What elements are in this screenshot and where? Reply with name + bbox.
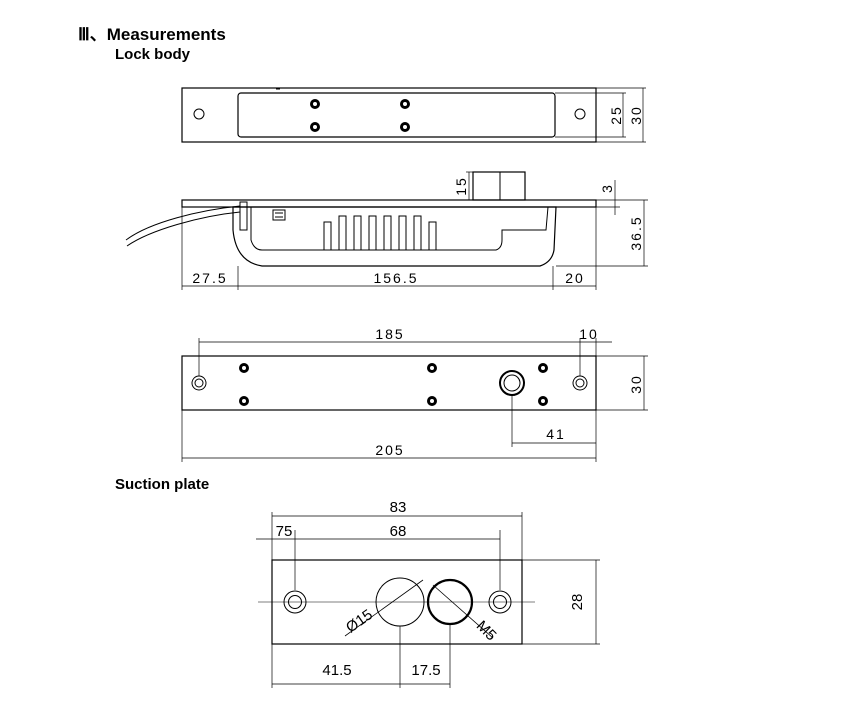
dim-top-inner: 25 — [608, 105, 624, 125]
screw-icon — [310, 99, 410, 132]
dim-wire-len: 27.5 — [192, 270, 227, 286]
dim-plate-height: 28 — [569, 594, 586, 611]
dim-end-len: 20 — [565, 270, 585, 286]
dim-thread: M5 — [473, 617, 500, 644]
dim-total: 205 — [375, 442, 404, 458]
dim-plate-spacing: 17.5 — [411, 662, 440, 679]
dim-top-outer: 30 — [628, 105, 644, 125]
lock-body-label: Lock body — [115, 46, 191, 63]
dim-plate-total: 83 — [390, 499, 407, 516]
dim-hole-span: 185 — [375, 326, 404, 342]
dim-flange: 3 — [599, 183, 615, 193]
dim-edge: 10 — [579, 326, 599, 342]
dim-plate-left-edge: 75 — [276, 523, 293, 540]
screw-icon — [239, 363, 548, 406]
lock-bottom-view: 185 10 30 41 205 — [181, 326, 648, 462]
section-heading: Ⅲ、Measurements — [78, 25, 226, 44]
dim-hole-offset: 41 — [546, 426, 566, 442]
dim-body-len: 156.5 — [373, 270, 418, 286]
dim-button-h: 15 — [453, 176, 469, 196]
lock-side-view: 27.5 156.5 20 15 3 36.5 — [125, 171, 648, 290]
lock-top-view: 25 30 — [181, 87, 646, 143]
dim-dia-hole: Ø15 — [343, 606, 376, 636]
suction-plate-view: Ø15 M5 83 75 68 28 41.5 17.5 — [256, 499, 600, 688]
dim-bottom-height: 30 — [628, 374, 644, 394]
dim-side-height: 36.5 — [628, 215, 644, 250]
dim-plate-hole-span: 68 — [390, 523, 407, 540]
dim-plate-left-offset: 41.5 — [322, 662, 351, 679]
suction-plate-label: Suction plate — [115, 476, 210, 493]
